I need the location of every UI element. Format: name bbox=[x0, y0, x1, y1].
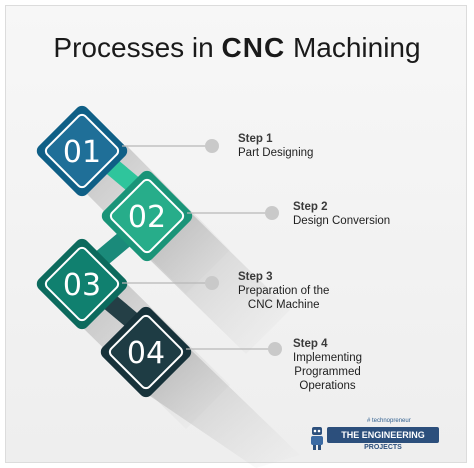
step-1-line-1: Part Designing bbox=[238, 147, 314, 159]
step-03-diamond: 03 bbox=[36, 238, 128, 330]
title-prefix: Processes in bbox=[53, 32, 222, 63]
step-4-label: Step 4 bbox=[293, 338, 328, 350]
brand-logo: # technopreneur THE ENGINEERING PROJECTS bbox=[305, 418, 455, 460]
title-suffix: Machining bbox=[285, 32, 421, 63]
step-3-line-2: CNC Machine bbox=[247, 299, 320, 311]
step-02-number: 02 bbox=[128, 200, 166, 235]
step-02-diamond: 02 bbox=[101, 170, 193, 262]
step-2-text: Step 2 Design Conversion bbox=[293, 200, 390, 228]
logo-name: THE ENGINEERING bbox=[327, 427, 439, 443]
page-title: Processes in CNC Machining bbox=[0, 32, 474, 64]
step-01-diamond: 01 bbox=[36, 105, 128, 197]
step-4-line-2: Programmed bbox=[294, 366, 361, 378]
leader-3 bbox=[122, 276, 219, 290]
logo-tagline: # technopreneur bbox=[367, 418, 411, 424]
title-highlight: CNC bbox=[221, 32, 286, 63]
step-4-text: Step 4 Implementing Programmed Operation… bbox=[293, 337, 362, 393]
step-4-line-1: Implementing bbox=[293, 352, 363, 364]
step-04-diamond: 04 bbox=[100, 306, 192, 398]
step-2-line-1: Design Conversion bbox=[293, 215, 391, 227]
step-4-line-3: Operations bbox=[299, 380, 356, 392]
robot-icon bbox=[311, 427, 323, 450]
shadow-04 bbox=[147, 350, 300, 468]
leader-2 bbox=[187, 206, 279, 220]
step-1-label: Step 1 bbox=[238, 133, 273, 145]
step-01-number: 01 bbox=[63, 135, 101, 170]
step-3-label: Step 3 bbox=[238, 271, 273, 283]
leader-4 bbox=[186, 342, 282, 356]
step-03-number: 03 bbox=[63, 268, 101, 303]
step-3-line-1: Preparation of the bbox=[238, 285, 330, 297]
step-3-text: Step 3 Preparation of the CNC Machine bbox=[238, 270, 329, 312]
logo-sub: PROJECTS bbox=[364, 444, 402, 451]
step-04-number: 04 bbox=[127, 336, 165, 371]
infographic-card bbox=[5, 5, 467, 463]
leader-1 bbox=[122, 139, 219, 153]
step-2-label: Step 2 bbox=[293, 201, 328, 213]
step-1-text: Step 1 Part Designing bbox=[238, 132, 313, 160]
